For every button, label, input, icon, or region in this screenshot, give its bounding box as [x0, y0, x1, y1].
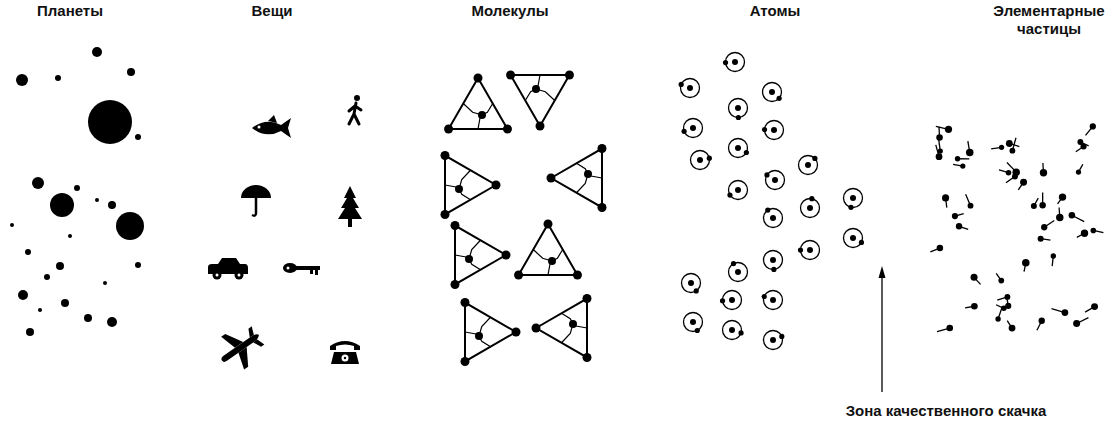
particle-symbol	[995, 309, 1001, 322]
particle-symbol	[1022, 259, 1030, 272]
particle-symbol	[1018, 179, 1027, 190]
particle-symbol	[991, 145, 1004, 150]
particle-symbol	[1058, 193, 1067, 204]
fish-icon	[252, 115, 291, 138]
molecule-symbol	[506, 71, 574, 131]
particle-symbol	[996, 273, 1004, 283]
atom-symbol	[764, 207, 783, 227]
atom-symbol	[844, 189, 863, 210]
atom-symbol	[723, 321, 744, 340]
atom-symbol	[727, 181, 747, 200]
atom-symbol	[681, 119, 702, 138]
particle-symbol	[999, 170, 1011, 176]
atom-symbol	[723, 53, 745, 72]
atom-symbol	[729, 261, 748, 281]
car-icon	[208, 258, 248, 280]
walker-icon	[349, 95, 361, 124]
phone-icon	[330, 341, 360, 364]
atom-symbol	[729, 99, 748, 121]
molecules	[441, 71, 607, 366]
atom-symbol	[799, 156, 818, 175]
particle-symbol	[1040, 163, 1047, 177]
atom-symbol	[844, 229, 865, 248]
particle-symbol	[1006, 140, 1019, 147]
particle-symbol	[1009, 138, 1016, 154]
particle-symbol	[1085, 303, 1098, 312]
particle-symbol	[936, 126, 952, 133]
particle-symbol	[966, 141, 974, 156]
things	[208, 95, 362, 377]
zone-label: Зона качественного скачка	[846, 402, 1047, 420]
particle-symbol	[1076, 143, 1087, 151]
particle-symbol	[1077, 230, 1088, 238]
particle-symbol	[1076, 164, 1083, 175]
particle-symbol	[1085, 123, 1095, 135]
particle-symbol	[1037, 318, 1045, 331]
atom-symbol	[720, 291, 742, 310]
atom-symbol	[679, 79, 700, 98]
pointer-arrow	[879, 266, 886, 392]
particle-symbol	[936, 145, 943, 160]
atom-symbol	[798, 241, 820, 260]
atom-symbol	[801, 196, 820, 217]
particle-symbol	[956, 223, 968, 229]
umbrella-icon	[241, 185, 271, 216]
particle-symbol	[1069, 212, 1085, 222]
atom-symbol	[764, 171, 784, 190]
particle-symbol	[1051, 253, 1056, 266]
atom-symbol	[762, 121, 784, 140]
particle-symbol	[997, 294, 1010, 300]
particle-symbol	[965, 303, 978, 310]
particle-symbol	[1052, 309, 1069, 316]
particle-symbol	[966, 194, 974, 208]
column-heading: Молекулы	[472, 2, 549, 20]
atom-symbol	[764, 331, 785, 350]
atom-symbol	[729, 139, 749, 158]
particle-symbol	[1031, 198, 1038, 209]
planets	[10, 47, 144, 336]
molecule-symbol	[441, 151, 501, 219]
column-heading: Элементарные частицы	[988, 2, 1110, 38]
particle-symbol	[1007, 321, 1015, 332]
molecule-symbol	[514, 220, 582, 280]
particle-symbol	[1056, 208, 1063, 222]
molecule-symbol	[451, 221, 511, 289]
column-heading: Атомы	[750, 2, 801, 20]
atom-symbol	[762, 291, 783, 310]
atom-symbol	[764, 251, 783, 273]
atom-symbol	[682, 274, 701, 294]
atom-symbol	[763, 83, 782, 102]
particle-symbol	[955, 156, 969, 161]
particle-symbol	[1041, 221, 1054, 231]
particles	[930, 123, 1103, 331]
particle-symbol	[938, 138, 943, 154]
particle-symbol	[936, 127, 943, 141]
particle-symbol	[971, 274, 981, 285]
particle-symbol	[930, 245, 943, 252]
particle-symbol	[1007, 163, 1020, 176]
molecule-symbol	[532, 294, 592, 362]
particle-symbol	[1090, 228, 1103, 234]
particle-symbol	[937, 325, 953, 332]
particle-symbol	[1038, 236, 1051, 242]
column-heading: Планеты	[37, 2, 103, 20]
particle-symbol	[952, 213, 964, 219]
plane-icon	[211, 318, 271, 377]
atoms	[679, 53, 864, 350]
tree-icon	[338, 186, 362, 227]
particle-symbol	[1039, 193, 1045, 209]
atom-symbol	[684, 313, 703, 334]
molecule-symbol	[547, 144, 607, 212]
atom-symbol	[691, 151, 712, 170]
particle-symbol	[942, 194, 949, 207]
particle-symbol	[1073, 318, 1088, 327]
particle-symbol	[953, 163, 965, 168]
key-icon	[283, 263, 320, 275]
molecule-symbol	[461, 298, 521, 366]
column-heading: Вещи	[251, 2, 292, 20]
molecule-symbol	[444, 74, 512, 134]
